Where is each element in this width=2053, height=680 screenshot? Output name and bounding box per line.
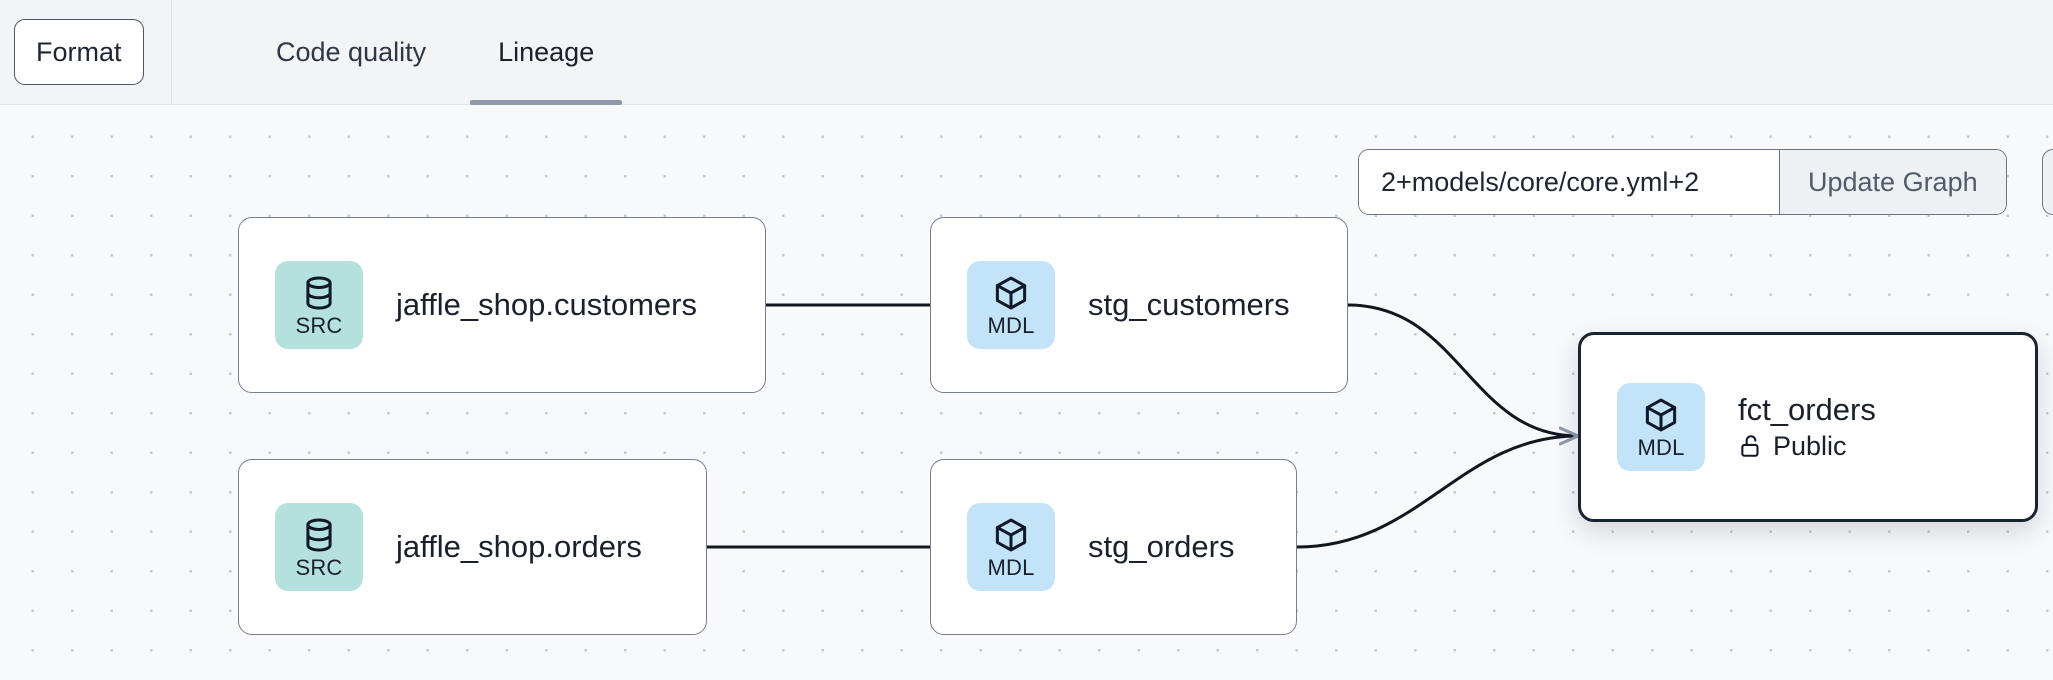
badge-mdl: MDL: [967, 261, 1055, 349]
badge-src-label: SRC: [295, 554, 343, 580]
node-title: fct_orders: [1738, 392, 1876, 428]
lineage-node-stg-customers[interactable]: MDL stg_customers: [930, 217, 1348, 393]
lineage-node-jaffle-shop-customers[interactable]: SRC jaffle_shop.customers: [238, 217, 766, 393]
tab-code-quality[interactable]: Code quality: [240, 0, 462, 105]
node-visibility-label: Public: [1773, 430, 1847, 461]
node-body: jaffle_shop.customers: [396, 287, 697, 323]
badge-src-label: SRC: [295, 312, 343, 338]
badge-mdl-label: MDL: [987, 554, 1035, 580]
badge-mdl-label: MDL: [1637, 434, 1685, 460]
format-button[interactable]: Format: [14, 19, 144, 85]
graph-controls: Update Graph: [1358, 149, 2007, 215]
format-toolbar-section: Format: [0, 0, 172, 105]
node-title: stg_customers: [1088, 287, 1290, 323]
unlock-icon: [1741, 435, 1759, 458]
tab-bar: Code quality Lineage: [172, 0, 630, 105]
update-graph-button[interactable]: Update Graph: [1779, 150, 2006, 214]
cube-icon: [1645, 398, 1677, 431]
node-body: stg_orders: [1088, 529, 1234, 565]
node-body: jaffle_shop.orders: [396, 529, 642, 565]
node-title: jaffle_shop.orders: [396, 529, 642, 565]
cube-icon: [995, 518, 1027, 551]
lineage-canvas[interactable]: SRC jaffle_shop.customers MDL stg_custom…: [0, 105, 2053, 680]
database-icon: [306, 517, 332, 552]
tab-lineage-label: Lineage: [498, 36, 595, 67]
node-visibility: Public: [1738, 431, 1876, 462]
edge-stg-customers-to-fct-orders: [1347, 303, 1578, 436]
tab-code-quality-label: Code quality: [276, 36, 427, 67]
lineage-node-stg-orders[interactable]: MDL stg_orders: [930, 459, 1297, 635]
cube-icon: [995, 276, 1027, 309]
badge-mdl-label: MDL: [987, 312, 1035, 338]
lineage-edges: [707, 303, 2053, 549]
badge-src: SRC: [275, 503, 363, 591]
node-body: fct_orders Public: [1738, 392, 1876, 462]
lineage-node-fct-orders[interactable]: MDL fct_orders Public: [1578, 332, 2038, 522]
graph-selector-input[interactable]: [1359, 150, 1779, 214]
badge-mdl: MDL: [1617, 383, 1705, 471]
badge-mdl: MDL: [967, 503, 1055, 591]
lineage-node-jaffle-shop-orders[interactable]: SRC jaffle_shop.orders: [238, 459, 707, 635]
graph-selector-group: Update Graph: [1358, 149, 2007, 215]
tab-lineage[interactable]: Lineage: [462, 0, 630, 105]
edge-stg-orders-to-fct-orders: [1296, 436, 1578, 549]
node-title: stg_orders: [1088, 529, 1235, 565]
database-icon: [306, 275, 332, 310]
top-toolbar: Format Code quality Lineage: [0, 0, 2053, 105]
node-body: stg_customers: [1088, 287, 1290, 323]
node-title: jaffle_shop.customers: [396, 287, 697, 323]
graph-extra-control-button[interactable]: [2042, 149, 2053, 215]
badge-src: SRC: [275, 261, 363, 349]
